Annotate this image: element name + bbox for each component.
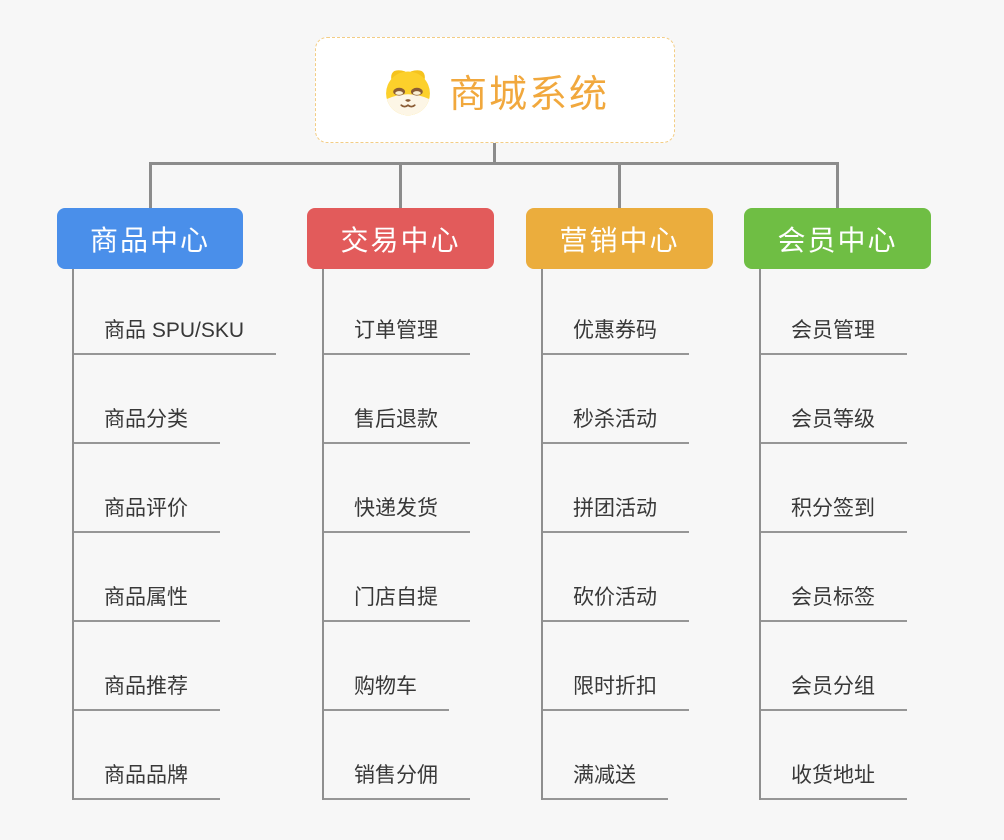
- leaf-column-trade-center: 订单管理售后退款快递发货门店自提购物车销售分佣: [322, 269, 574, 800]
- leaf-item[interactable]: 会员分组: [761, 670, 907, 711]
- leaf-item[interactable]: 积分签到: [761, 492, 907, 533]
- leaf-item[interactable]: 收货地址: [761, 759, 907, 800]
- leaf-item[interactable]: 销售分佣: [324, 759, 470, 800]
- leaf-item[interactable]: 秒杀活动: [543, 403, 689, 444]
- leaf-item[interactable]: 会员等级: [761, 403, 907, 444]
- shiba-dog-icon: [386, 70, 430, 116]
- leaf-item[interactable]: 会员管理: [761, 314, 907, 355]
- leaf-column-member-center: 会员管理会员等级积分签到会员标签会员分组收货地址: [759, 269, 1004, 800]
- connector-dropper-4: [836, 162, 839, 209]
- connector-dropper-3: [618, 162, 621, 209]
- leaf-item[interactable]: 满减送: [543, 759, 668, 800]
- leaf-item[interactable]: 商品品牌: [74, 759, 220, 800]
- leaf-item[interactable]: 优惠券码: [543, 314, 689, 355]
- leaf-item[interactable]: 订单管理: [324, 314, 470, 355]
- branch-node-marketing-center[interactable]: 营销中心: [526, 208, 713, 269]
- branch-node-product-center[interactable]: 商品中心: [57, 208, 243, 269]
- leaf-column-marketing-center: 优惠券码秒杀活动拼团活动砍价活动限时折扣满减送: [541, 269, 793, 800]
- branch-node-member-center[interactable]: 会员中心: [744, 208, 931, 269]
- leaf-item[interactable]: 门店自提: [324, 581, 470, 622]
- leaf-item[interactable]: 购物车: [324, 670, 449, 711]
- root-title: 商城系统: [448, 73, 609, 116]
- connector-dropper-1: [149, 162, 152, 209]
- leaf-item[interactable]: 限时折扣: [543, 670, 689, 711]
- leaf-item[interactable]: 会员标签: [761, 581, 907, 622]
- leaf-item[interactable]: 快递发货: [324, 492, 470, 533]
- connector-root-stem: [493, 143, 496, 164]
- connector-dropper-2: [399, 162, 402, 209]
- leaf-item[interactable]: 商品分类: [74, 403, 220, 444]
- leaf-item[interactable]: 商品 SPU/SKU: [74, 314, 277, 355]
- leaf-column-product-center: 商品 SPU/SKU 商品分类商品评价商品属性商品推荐商品品牌: [72, 269, 324, 800]
- leaf-item[interactable]: 商品评价: [74, 492, 220, 533]
- leaf-item[interactable]: 售后退款: [324, 403, 470, 444]
- leaf-item[interactable]: 砍价活动: [543, 581, 689, 622]
- leaf-item[interactable]: 拼团活动: [543, 492, 689, 533]
- root-node[interactable]: 商城系统: [315, 37, 675, 143]
- connector-bus: [149, 162, 839, 165]
- branch-node-trade-center[interactable]: 交易中心: [307, 208, 494, 269]
- leaf-item[interactable]: 商品属性: [74, 581, 220, 622]
- leaf-item[interactable]: 商品推荐: [74, 670, 220, 711]
